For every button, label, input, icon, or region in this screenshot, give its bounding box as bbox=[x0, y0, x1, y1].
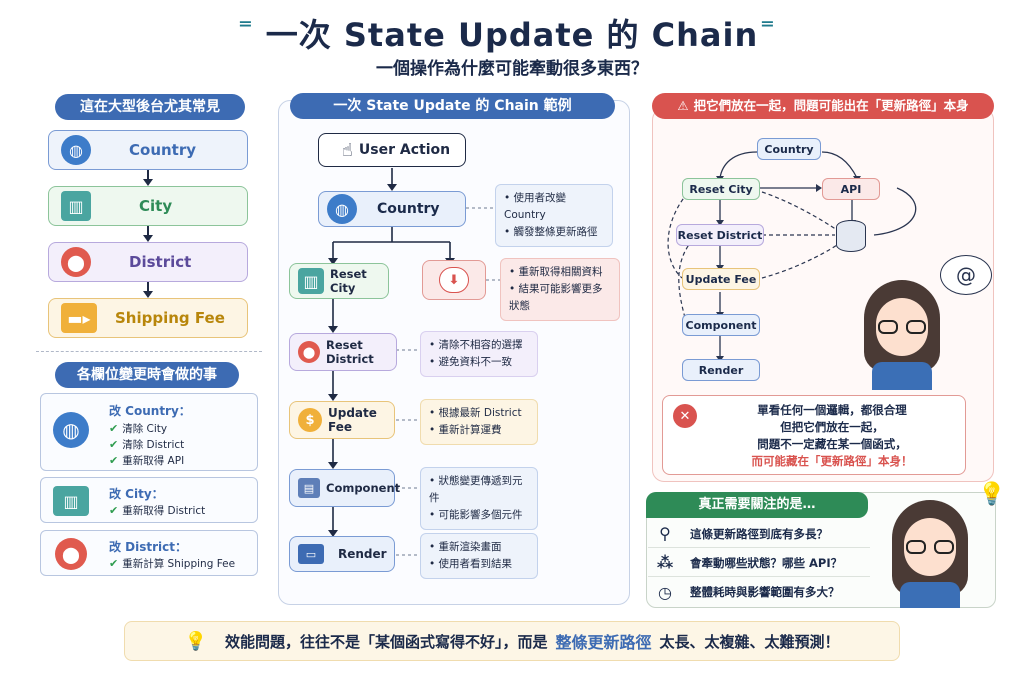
country-note: 使用者改變 Country 觸發整條更新路徑 bbox=[495, 184, 613, 247]
reset-city-node: ▥ Reset City bbox=[289, 263, 389, 299]
user-action-node: ☝ User Action bbox=[318, 133, 466, 167]
section-title-common: 這在大型後台尤其常見 bbox=[55, 94, 245, 120]
component-node: ▤ Component bbox=[289, 469, 400, 507]
graph-node-render: Render bbox=[682, 359, 760, 381]
arrow-line bbox=[147, 226, 149, 236]
lightbulb-icon: 💡 bbox=[184, 630, 207, 652]
globe-icon: ◍ bbox=[327, 194, 357, 224]
change-box-district: ⬤ 改 District： ✔重新計算 Shipping Fee bbox=[40, 530, 258, 576]
chain-card-shipping-fee: ▬▸ Shipping Fee bbox=[48, 298, 248, 338]
page-subtitle: 一個操作為什麼可能牽動很多東西？ bbox=[376, 59, 648, 79]
update-fee-node: $ Update Fee bbox=[289, 401, 395, 439]
graph-node-country: Country bbox=[757, 138, 821, 160]
chain-card-country: ◍ Country bbox=[48, 130, 248, 170]
globe-icon: ◍ bbox=[61, 135, 91, 165]
arrow-line bbox=[147, 170, 149, 180]
truck-icon: ▬▸ bbox=[61, 303, 97, 333]
arrow-head bbox=[143, 179, 153, 186]
graph-node-api: API bbox=[822, 178, 880, 200]
problem-title: ⚠ 把它們放在一起，問題可能出在「更新路徑」本身 bbox=[652, 93, 994, 119]
graph-node-component: Component bbox=[682, 314, 760, 336]
focus-title: 真正需要關注的是… bbox=[646, 492, 868, 518]
monitor-icon: ▭ bbox=[298, 544, 324, 564]
component-note: 狀態變更傳遞到元件 可能影響多個元件 bbox=[420, 467, 538, 530]
update-fee-note: 根據最新 District 重新計算運費 bbox=[420, 399, 538, 445]
warning-icon: ⚠ bbox=[677, 98, 689, 113]
section-title-changes: 各欄位變更時會做的事 bbox=[55, 362, 239, 388]
buildings-icon: ▥ bbox=[61, 191, 91, 221]
magnifier-icon: ⚲ bbox=[659, 524, 671, 543]
decor-right-icon: ⁼ bbox=[760, 12, 775, 45]
reset-district-node: ⬤ Reset District bbox=[289, 333, 397, 371]
api-note: 重新取得相關資料 結果可能影響更多狀態 bbox=[500, 258, 620, 321]
check-icon: ✔ bbox=[109, 454, 119, 467]
change-box-country: ◍ 改 Country： ✔清除 City ✔清除 District ✔重新取得… bbox=[40, 393, 258, 471]
reset-district-note: 清除不相容的選擇 避免資料不一致 bbox=[420, 331, 538, 377]
check-icon: ✔ bbox=[109, 557, 119, 570]
check-icon: ✔ bbox=[109, 422, 119, 435]
check-icon: ✔ bbox=[109, 438, 119, 451]
graph-node-update-fee: Update Fee bbox=[682, 268, 760, 290]
page-title: 一次 State Update 的 Chain bbox=[265, 16, 759, 54]
lightbulb-icon: 💡 bbox=[978, 482, 1006, 507]
focus-item: ◷ 整體耗時與影響範圍有多大？ bbox=[648, 578, 870, 606]
chain-card-city: ▥ City bbox=[48, 186, 248, 226]
country-node: ◍ Country bbox=[318, 191, 466, 227]
cloud-download-icon: ⬇ bbox=[439, 267, 469, 293]
dollar-coin-icon: $ bbox=[298, 408, 322, 432]
window-icon: ▤ bbox=[298, 478, 320, 498]
map-pin-icon: ⬤ bbox=[61, 247, 91, 277]
map-pin-icon: ⬤ bbox=[298, 341, 320, 363]
error-x-icon: ✕ bbox=[673, 404, 697, 428]
check-icon: ✔ bbox=[109, 504, 119, 517]
api-cloud-node: ⬇ bbox=[422, 260, 486, 300]
clock-icon: ◷ bbox=[658, 582, 672, 602]
focus-item: ⁂ 會牽動哪些狀態？哪些 API？ bbox=[648, 549, 870, 577]
globe-icon: ◍ bbox=[53, 412, 89, 448]
pointer-hand-icon: ☝ bbox=[341, 139, 353, 161]
focus-item: ⚲ 這條更新路徑到底有多長？ bbox=[648, 520, 870, 548]
arrow-head bbox=[143, 235, 153, 242]
graph-node-reset-district: Reset District bbox=[676, 224, 764, 246]
chain-example-title: 一次 State Update 的 Chain 範例 bbox=[290, 93, 615, 119]
database-icon bbox=[836, 220, 866, 252]
happy-girl-illustration bbox=[880, 498, 980, 608]
map-pin-icon: ⬤ bbox=[55, 538, 87, 570]
render-node: ▭ Render bbox=[289, 536, 395, 572]
divider bbox=[36, 351, 262, 352]
render-note: 重新渲染畫面 使用者看到結果 bbox=[420, 533, 538, 579]
decor-left-icon: ⁼ bbox=[238, 12, 253, 45]
arrow-line bbox=[147, 282, 149, 292]
thinking-girl-illustration bbox=[856, 280, 948, 390]
graph-node-reset-city: Reset City bbox=[682, 178, 760, 200]
arrow-head bbox=[143, 291, 153, 298]
buildings-icon: ▥ bbox=[53, 486, 89, 516]
confused-thought-bubble-icon: @ bbox=[940, 255, 992, 295]
warning-box: ✕ 單看任何一個邏輯，都很合理 但把它們放在一起， 問題不一定藏在某一個函式， … bbox=[662, 395, 966, 475]
change-box-city: ▥ 改 City： ✔重新取得 District bbox=[40, 477, 258, 523]
chain-card-district: ⬤ District bbox=[48, 242, 248, 282]
footer-callout: 💡 效能問題，往往不是「某個函式寫得不好」，而是 整條更新路徑 太長、太複雜、太… bbox=[124, 621, 900, 661]
buildings-icon: ▥ bbox=[298, 268, 324, 294]
network-icon: ⁂ bbox=[656, 553, 674, 572]
